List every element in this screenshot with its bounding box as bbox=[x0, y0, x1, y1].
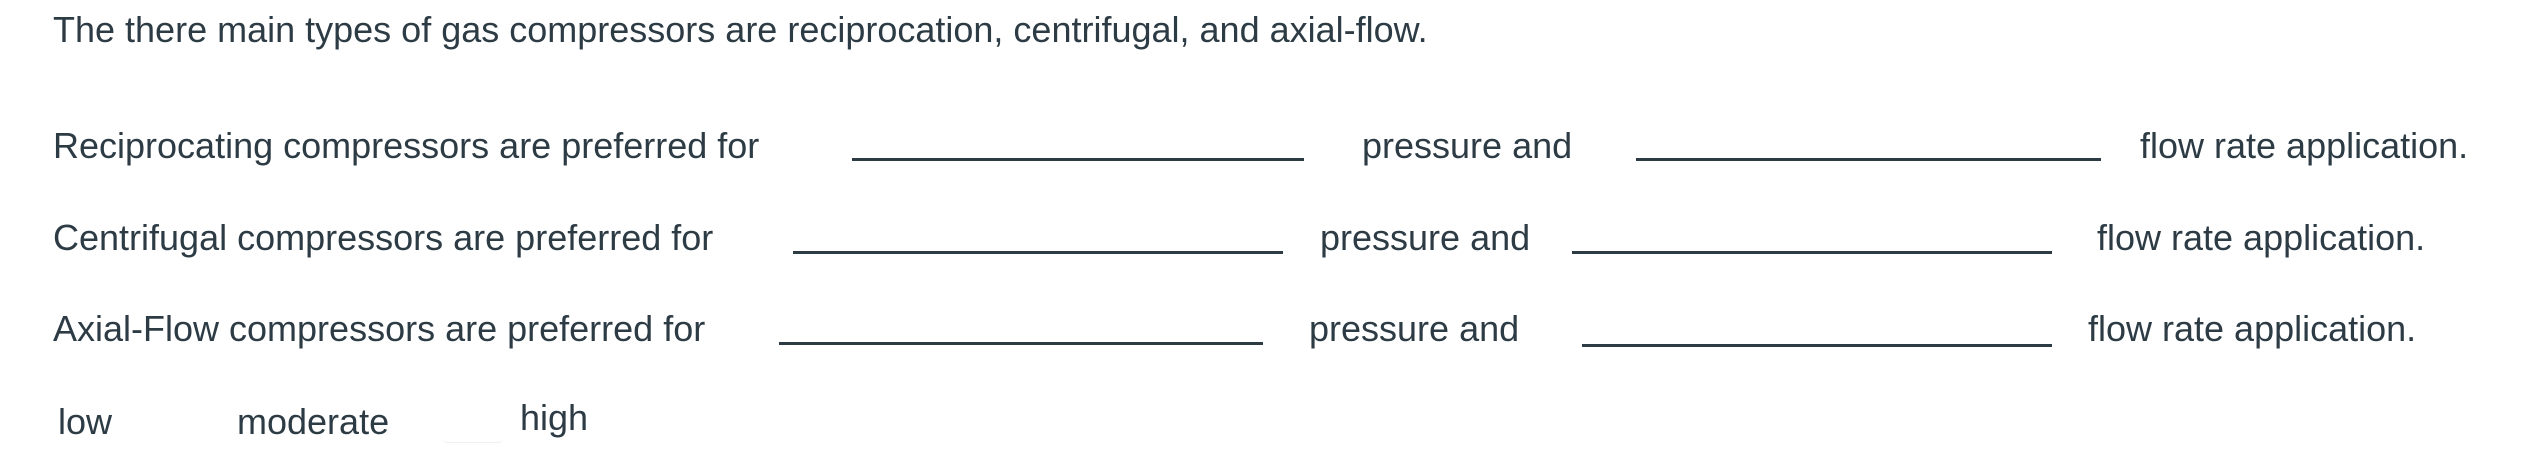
row-3-flow-blank[interactable] bbox=[1582, 312, 2052, 347]
option-high[interactable]: high bbox=[520, 397, 589, 438]
row-2-tail-text: flow rate application. bbox=[2097, 217, 2426, 258]
row-1-pressure-blank[interactable] bbox=[852, 126, 1304, 161]
row-2-middle-text: pressure and bbox=[1320, 217, 1531, 258]
row-3-lead-text: Axial-Flow compressors are preferred for bbox=[53, 308, 706, 349]
row-3-pressure-blank[interactable] bbox=[779, 310, 1263, 345]
row-3-middle-text: pressure and bbox=[1309, 308, 1520, 349]
row-1-middle-text: pressure and bbox=[1362, 125, 1573, 166]
row-2-pressure-blank[interactable] bbox=[793, 219, 1283, 254]
row-2-lead-text: Centrifugal compressors are preferred fo… bbox=[53, 217, 714, 258]
row-3-tail-text: flow rate application. bbox=[2088, 308, 2417, 349]
row-1-lead-text: Reciprocating compressors are preferred … bbox=[53, 125, 760, 166]
option-low[interactable]: low bbox=[58, 401, 113, 442]
option-moderate[interactable]: moderate bbox=[237, 401, 390, 442]
question-intro: The there main types of gas compressors … bbox=[53, 9, 1428, 50]
row-1-flow-blank[interactable] bbox=[1636, 126, 2101, 161]
row-1-tail-text: flow rate application. bbox=[2140, 125, 2469, 166]
row-2-flow-blank[interactable] bbox=[1572, 219, 2052, 254]
option-placeholder-slot bbox=[443, 408, 503, 443]
